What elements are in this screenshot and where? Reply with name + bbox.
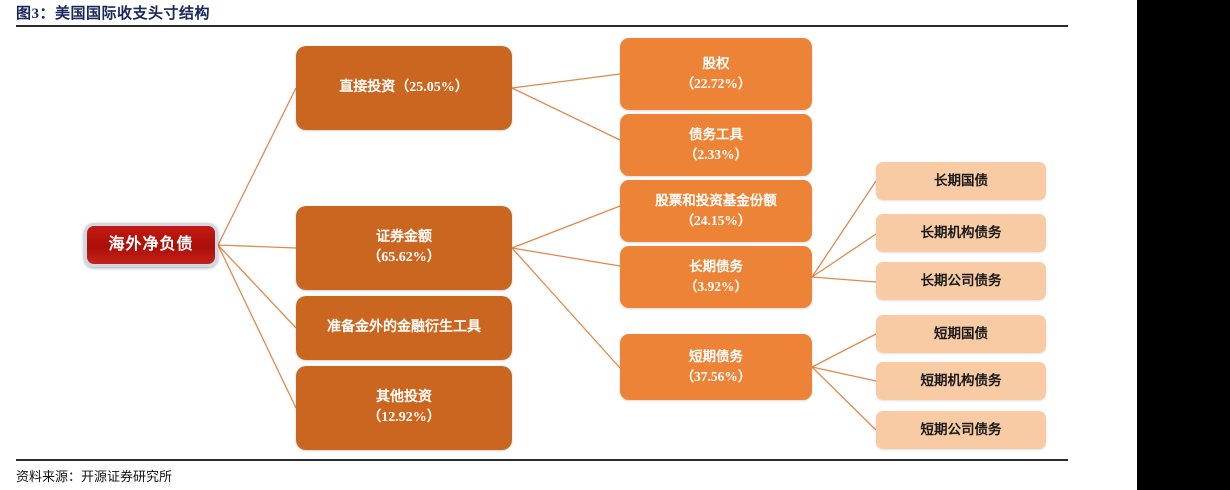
node-label-line1: 债务工具 bbox=[689, 127, 743, 143]
node-root-overseas-net-liabilities[interactable]: 海外净负债 bbox=[84, 223, 218, 267]
node-label-line2: （2.33%） bbox=[683, 147, 749, 162]
node-short-term-agency-debt[interactable]: 短期机构债务 bbox=[876, 362, 1046, 400]
node-long-term-treasury[interactable]: 长期国债 bbox=[876, 162, 1046, 200]
node-label-line1: 长期债务 bbox=[689, 259, 743, 275]
node-label: 长期公司债务 bbox=[920, 273, 1002, 289]
node-label: 长期机构债务 bbox=[920, 225, 1002, 241]
node-label: 海外净负债 bbox=[108, 236, 194, 254]
source-divider bbox=[16, 459, 1068, 461]
node-label: 长期国债 bbox=[934, 173, 988, 189]
node-equity[interactable]: 股权 （22.72%） bbox=[620, 38, 812, 110]
figure-content-area: 图3：美国国际收支头寸结构 bbox=[0, 6, 1137, 484]
node-long-term-agency-debt[interactable]: 长期机构债务 bbox=[876, 214, 1046, 252]
node-label-line1: 其他投资 bbox=[376, 389, 432, 405]
node-securities-amount[interactable]: 证券金额 （65.62%） bbox=[296, 206, 512, 290]
node-stocks-and-fund-shares[interactable]: 股票和投资基金份额 （24.15%） bbox=[620, 180, 812, 242]
node-label-line1: 股权 bbox=[702, 56, 730, 72]
title-divider bbox=[16, 25, 1068, 27]
node-label: 短期机构债务 bbox=[920, 373, 1002, 389]
node-label-line2: （3.92%） bbox=[683, 279, 749, 294]
node-label-line2: （24.15%） bbox=[680, 213, 752, 228]
node-financial-derivatives[interactable]: 准备金外的金融衍生工具 bbox=[296, 296, 512, 360]
node-direct-investment[interactable]: 直接投资（25.05%） bbox=[296, 46, 512, 130]
hierarchy-diagram: 海外净负债 直接投资（25.05%） 证券金额 （65.62%） 准备金外的金融… bbox=[0, 28, 1137, 456]
node-label-line1: 股票和投资基金份额 bbox=[655, 193, 777, 209]
right-black-band bbox=[1137, 0, 1230, 490]
node-short-term-treasury[interactable]: 短期国债 bbox=[876, 315, 1046, 353]
node-label: 短期公司债务 bbox=[920, 422, 1002, 438]
page-title: 图3：美国国际收支头寸结构 bbox=[16, 6, 211, 22]
node-label-line1: 直接投资（25.05%） bbox=[339, 79, 469, 95]
node-long-term-debt[interactable]: 长期债务 （3.92%） bbox=[620, 246, 812, 308]
node-short-term-debt[interactable]: 短期债务 （37.56%） bbox=[620, 334, 812, 400]
source-note: 资料来源：开源证券研究所 bbox=[16, 469, 173, 484]
node-short-term-corporate-debt[interactable]: 短期公司债务 bbox=[876, 411, 1046, 449]
node-label-line1: 准备金外的金融衍生工具 bbox=[327, 319, 481, 335]
node-label-line2: （65.62%） bbox=[367, 250, 441, 265]
node-label-line1: 证券金额 bbox=[376, 229, 432, 245]
node-long-term-corporate-debt[interactable]: 长期公司债务 bbox=[876, 262, 1046, 300]
node-debt-instruments[interactable]: 债务工具 （2.33%） bbox=[620, 114, 812, 176]
node-label-line2: （22.72%） bbox=[680, 76, 752, 91]
node-label-line2: （37.56%） bbox=[680, 369, 752, 384]
node-label: 短期国债 bbox=[934, 326, 988, 342]
node-other-investment[interactable]: 其他投资 （12.92%） bbox=[296, 366, 512, 450]
node-label-line2: （12.92%） bbox=[367, 410, 441, 425]
node-label-line1: 短期债务 bbox=[689, 349, 743, 365]
